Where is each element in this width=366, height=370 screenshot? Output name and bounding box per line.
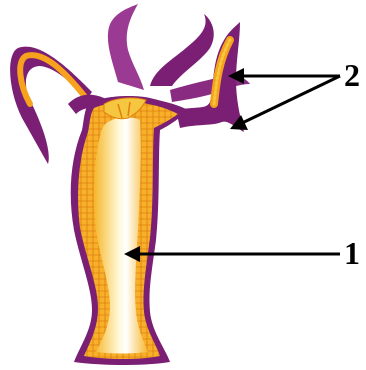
callout-1-label: 1 xyxy=(344,235,360,271)
tentacle-back xyxy=(108,4,144,90)
tentacle-top xyxy=(150,14,214,86)
callout-2-arrows: 2 xyxy=(228,57,360,130)
callout-1-arrow: 1 xyxy=(124,235,360,271)
callout-2-arrow-lower xyxy=(240,76,340,124)
callout-2-label: 2 xyxy=(344,57,360,93)
